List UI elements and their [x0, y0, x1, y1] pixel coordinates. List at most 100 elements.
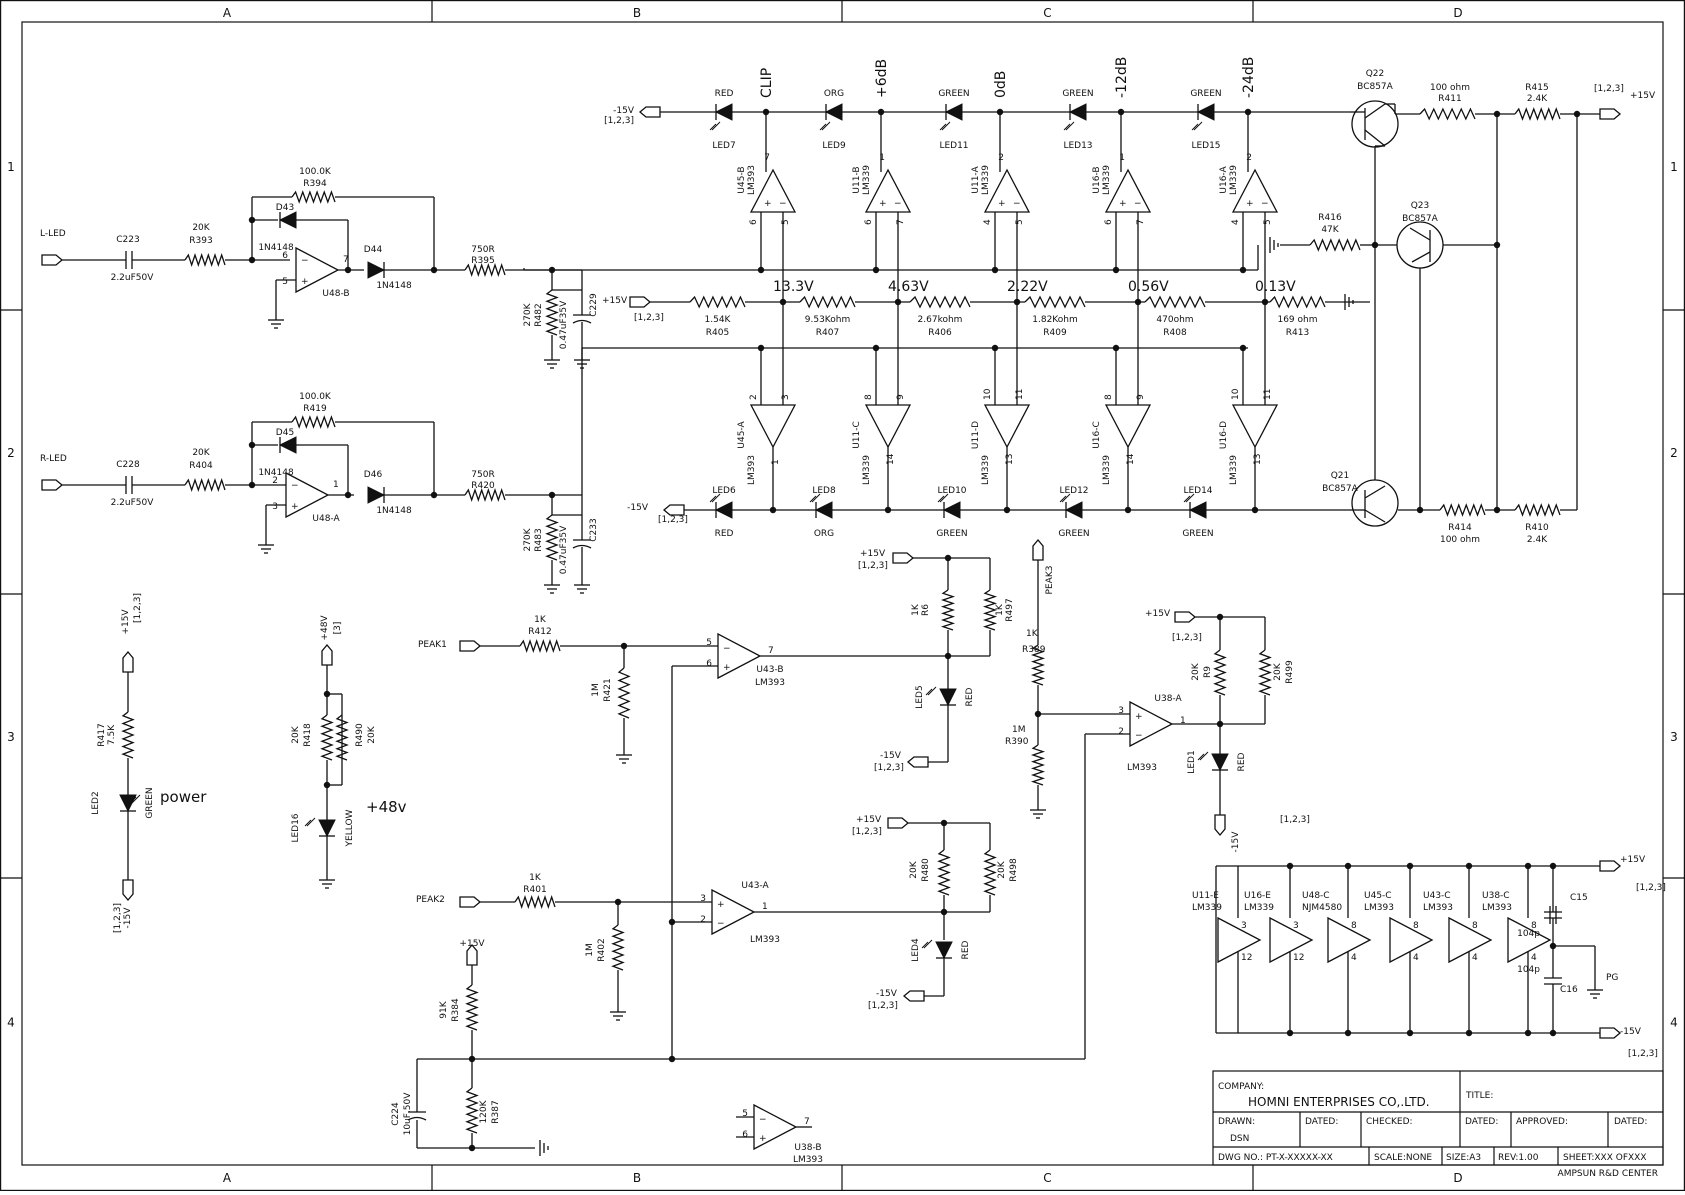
junction-dot — [1286, 862, 1294, 870]
ladder-ref: R405 — [706, 328, 729, 338]
neg15-flag-bottom — [662, 504, 685, 516]
peak3-flag — [1032, 538, 1044, 561]
row-marker-4: 4 — [1670, 1016, 1678, 1030]
column-marker-D: D — [1453, 6, 1462, 20]
comparator-ref: U45-A — [737, 421, 747, 449]
resistor-ref: R480 — [921, 858, 931, 882]
rail-label: +15V — [1145, 609, 1171, 619]
level-label: -12dB — [1114, 57, 1130, 98]
led-color: GREEN — [938, 89, 969, 99]
led-color: GREEN — [145, 787, 155, 818]
plus-sign: + — [717, 900, 725, 910]
tb-rev: REV:1.00 — [1498, 1153, 1539, 1163]
resistor-ref: R402 — [597, 938, 607, 961]
led-arrow — [1191, 123, 1199, 131]
cap-value: 2.2uF50V — [111, 273, 155, 283]
led-bottom-1 — [814, 501, 833, 519]
tb-checked-label: CHECKED: — [1366, 1117, 1413, 1127]
opamp-ref: U43-A — [741, 881, 769, 891]
transistor-part: BC857A — [1357, 82, 1393, 92]
led-bottom-2 — [942, 501, 961, 519]
peak1-flag — [459, 640, 482, 652]
pin-number: 5 — [742, 1109, 748, 1119]
pin-number: 1 — [1180, 716, 1186, 726]
minus-sign: − — [723, 644, 731, 654]
junction-dot — [1406, 1029, 1414, 1037]
ladder-resistor — [1269, 295, 1326, 309]
left-channel-d-out — [367, 261, 386, 279]
q22-symbol — [1351, 100, 1399, 148]
diode-part: 1N4148 — [376, 506, 412, 516]
r410-symbol — [1514, 503, 1561, 517]
pin-number: 13 — [1005, 454, 1015, 465]
junction-dot — [1493, 241, 1501, 249]
tb-company-label: COMPANY: — [1218, 1082, 1264, 1092]
level-label: CLIP — [759, 68, 775, 98]
diode-ref: D43 — [276, 203, 294, 213]
plus-sign: + — [301, 277, 309, 287]
junction-dot — [430, 266, 438, 274]
resistor-ref: R390 — [1005, 737, 1029, 747]
tap-voltage: 13.3V — [773, 279, 814, 295]
led-color: GREEN — [936, 529, 967, 539]
level-label: 0dB — [993, 71, 1009, 98]
pin-number: 4 — [1413, 953, 1419, 963]
comparator-part: LM339 — [1229, 455, 1239, 485]
rail-ref: [1,2,3] — [133, 593, 143, 623]
junction-dot — [1465, 862, 1473, 870]
junction-dot — [1465, 1029, 1473, 1037]
led-ref: LED6 — [712, 486, 736, 496]
resistor-ref: R404 — [189, 461, 213, 471]
ladder-ref: R413 — [1286, 328, 1309, 338]
comparator-part: LM339 — [1102, 165, 1112, 195]
rail-ref: [1,2,3] — [1628, 1049, 1658, 1059]
cap-value: 0.47uF35V — [559, 525, 569, 574]
transistor-part: BC857A — [1402, 214, 1438, 224]
tap-voltage: 2.22V — [1007, 279, 1048, 295]
pin-number: 5 — [1263, 219, 1273, 225]
resistor-ref: R6 — [921, 604, 931, 616]
pin-number: 3 — [1293, 921, 1299, 931]
pin-number: 3 — [700, 894, 706, 904]
pos15-flag-supply — [1599, 860, 1622, 872]
resistor-value: 2.4K — [1527, 535, 1548, 545]
resistor-value: 120K — [479, 1099, 489, 1123]
comparator-part: LM339 — [981, 165, 991, 195]
junction-dot — [344, 266, 352, 274]
led-top-0 — [714, 103, 733, 121]
resistor-value: 20K — [1273, 662, 1283, 680]
pin-number: 6 — [749, 219, 759, 225]
led-arrow — [709, 123, 717, 131]
comparator-ref: U16-D — [1219, 421, 1229, 449]
supply-unit-part: LM339 — [1192, 903, 1222, 913]
led-arrow — [939, 493, 949, 503]
pin-number: 7 — [343, 255, 349, 265]
u43b-symbol — [717, 632, 762, 680]
pos15-flag-r384 — [466, 943, 478, 966]
tb-approved-label: APPROVED: — [1516, 1117, 1568, 1127]
led2-symbol — [119, 794, 137, 813]
pin-number: 10 — [983, 388, 993, 400]
r497-symbol — [982, 589, 998, 631]
neg15-flag-led1 — [1214, 814, 1226, 837]
ladder-value: 9.53Kohm — [805, 315, 850, 325]
pin-number: 6 — [282, 251, 288, 261]
plus-sign: + — [723, 663, 731, 673]
resistor-ref: R415 — [1525, 83, 1548, 93]
led-color: RED — [715, 89, 734, 99]
cap-value: 10uF,50V — [403, 1092, 413, 1136]
tb-company: HOMNI ENTERPRISES CO,.LTD. — [1248, 1095, 1430, 1109]
peak2-label: PEAK2 — [416, 895, 445, 905]
comparator-part: LM339 — [1229, 165, 1239, 195]
junction-dot — [1344, 1029, 1352, 1037]
cap-ref: C229 — [589, 293, 599, 317]
resistor-ref: R394 — [303, 179, 327, 189]
tb-size: SIZE:A3 — [1446, 1153, 1481, 1163]
comparator-ref: U11-B — [852, 166, 862, 193]
pin-number: 3 — [1118, 706, 1124, 716]
led1-symbol — [1211, 753, 1229, 772]
led-color: GREEN — [1182, 529, 1213, 539]
supply-unit-ref: U48-C — [1302, 891, 1330, 901]
resistor-ref: R411 — [1438, 94, 1461, 104]
